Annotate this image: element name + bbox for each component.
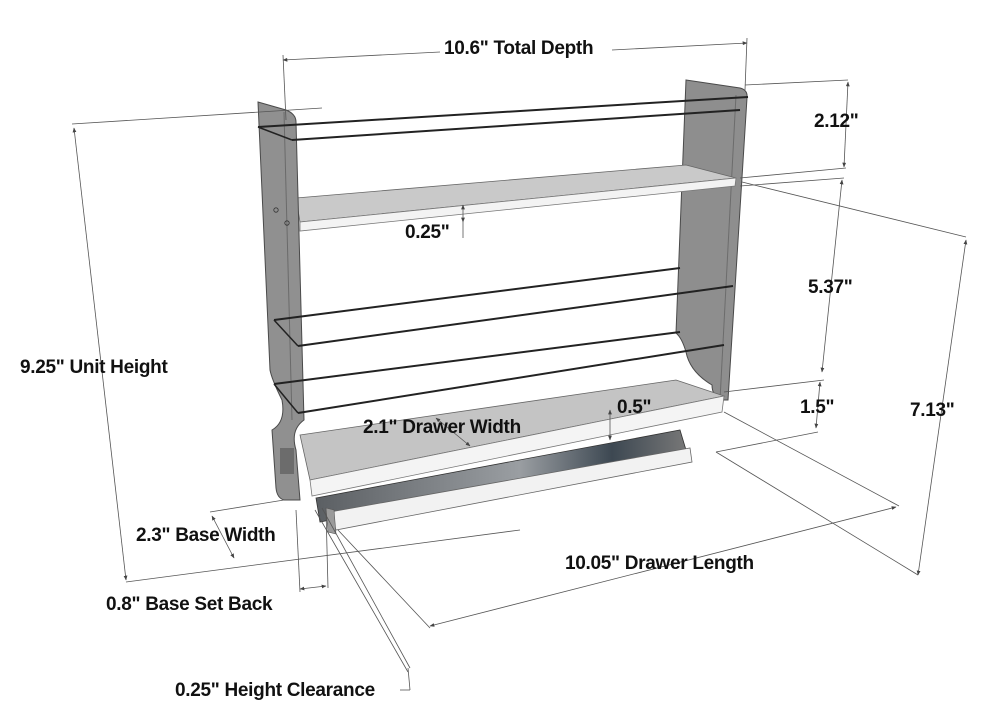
label-unit-height: 9.25" Unit Height bbox=[20, 357, 168, 378]
top-shelf bbox=[295, 164, 737, 223]
top-rails bbox=[257, 96, 749, 141]
label-bottom-shelf-height: 1.5" bbox=[800, 397, 835, 418]
label-top-rail-height: 2.12" bbox=[814, 111, 859, 132]
left-side-panel bbox=[257, 101, 305, 501]
label-base-set-back: 0.8" Base Set Back bbox=[106, 594, 273, 615]
dimension-lines bbox=[71, 37, 968, 691]
label-shelf-thickness: 0.25" bbox=[405, 222, 450, 243]
label-drawer-width: 2.1" Drawer Width bbox=[363, 417, 521, 438]
label-height-clearance: 0.25" Height Clearance bbox=[175, 680, 375, 701]
label-base-width: 2.3" Base Width bbox=[136, 525, 276, 546]
label-shelf-spacing: 5.37" bbox=[808, 277, 853, 298]
label-overall-height: 7.13" bbox=[910, 400, 955, 421]
rack-model bbox=[257, 79, 749, 535]
right-side-panel bbox=[675, 79, 748, 401]
bottom-shelf-front bbox=[309, 395, 725, 497]
middle-rails bbox=[273, 267, 734, 414]
label-drawer-length: 10.05" Drawer Length bbox=[565, 553, 754, 574]
label-total-depth: 10.6" Total Depth bbox=[444, 38, 594, 59]
label-drawer-height: 0.5" bbox=[617, 397, 652, 418]
top-shelf-front bbox=[299, 177, 737, 232]
